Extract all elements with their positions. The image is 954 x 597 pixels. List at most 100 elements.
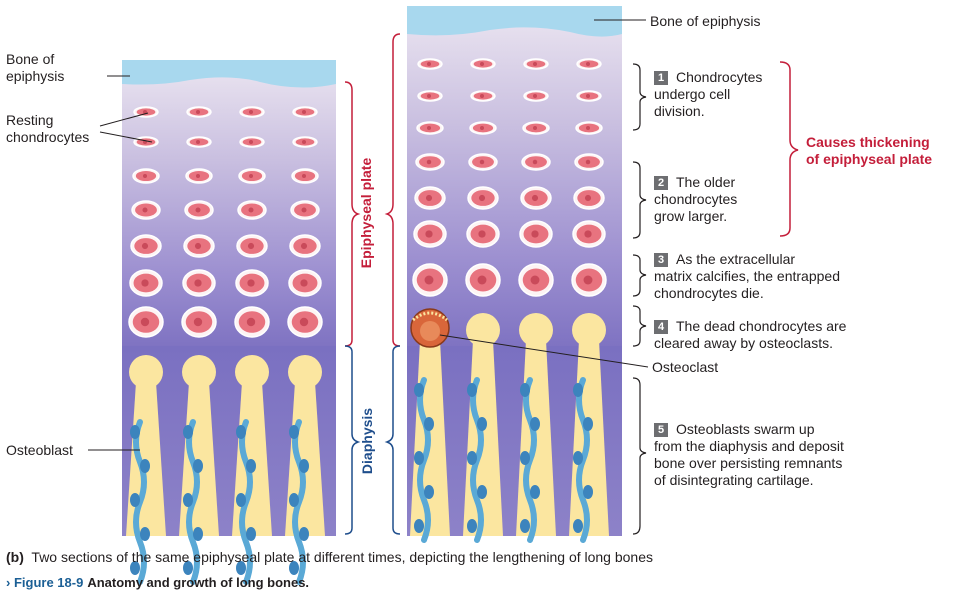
chondrocyte bbox=[417, 58, 443, 70]
chondrocyte bbox=[521, 153, 551, 171]
bone-column bbox=[126, 355, 166, 585]
label-osteoclast: Osteoclast bbox=[652, 359, 719, 375]
thickening-brace bbox=[779, 61, 799, 237]
chondrocyte bbox=[523, 90, 549, 102]
chondrocyte bbox=[235, 269, 269, 297]
label-epiphyseal-plate: Epiphyseal plate bbox=[358, 157, 375, 269]
chondrocyte bbox=[236, 234, 268, 258]
chondrocyte bbox=[576, 58, 602, 70]
step-4-number: 4 bbox=[654, 320, 668, 334]
chondrocyte bbox=[414, 186, 446, 210]
figure-caption: (b) Two sections of the same epiphyseal … bbox=[6, 549, 653, 565]
chondrocyte bbox=[417, 90, 443, 102]
chondrocyte bbox=[576, 90, 602, 102]
left-chondrocyte-rows bbox=[128, 106, 323, 338]
chondrocyte bbox=[573, 186, 605, 210]
chondrocyte bbox=[523, 58, 549, 70]
chondrocyte bbox=[133, 106, 159, 118]
chondrocyte bbox=[415, 153, 445, 171]
chondrocyte bbox=[291, 168, 319, 184]
step-1-number: 1 bbox=[654, 71, 668, 85]
chondrocyte bbox=[239, 106, 265, 118]
right-bone-cap bbox=[407, 6, 622, 37]
diaphysis-brace-left bbox=[344, 345, 361, 535]
chondrocyte bbox=[186, 106, 212, 118]
chondrocyte bbox=[133, 136, 159, 148]
step-1-text: Chondrocytes undergo cell division. bbox=[654, 69, 763, 119]
label-diaphysis: Diaphysis bbox=[359, 407, 376, 475]
right-chondrocyte-rows bbox=[412, 58, 607, 297]
chondrocyte bbox=[518, 263, 554, 297]
step-4-text: The dead chondrocytes are cleared away b… bbox=[654, 318, 847, 351]
chondrocyte bbox=[520, 186, 552, 210]
step-5-text: Osteoblasts swarm up from the diaphysis … bbox=[654, 421, 844, 488]
chondrocyte bbox=[519, 220, 553, 248]
chondrocyte bbox=[467, 186, 499, 210]
chondrocyte bbox=[469, 121, 497, 135]
step-2-number: 2 bbox=[654, 176, 668, 190]
chondrocyte bbox=[571, 263, 607, 297]
left-bone-cap bbox=[122, 60, 336, 88]
chondrocyte bbox=[292, 136, 318, 148]
chondrocyte bbox=[575, 121, 603, 135]
epiphyseal-brace-right bbox=[384, 33, 401, 347]
chondrocyte bbox=[292, 106, 318, 118]
chondrocyte bbox=[234, 306, 270, 338]
chondrocyte bbox=[186, 136, 212, 148]
label-causes-thickening: Causes thickening of epiphyseal plate bbox=[806, 134, 933, 167]
label-osteoblast: Osteoblast bbox=[6, 442, 73, 458]
chondrocyte bbox=[574, 153, 604, 171]
right-section bbox=[407, 6, 622, 543]
figure-title: Anatomy and growth of long bones. bbox=[87, 575, 310, 590]
chondrocyte bbox=[413, 220, 447, 248]
step-3-number: 3 bbox=[654, 253, 668, 267]
chondrocyte bbox=[572, 220, 606, 248]
bone-column bbox=[179, 355, 219, 585]
bone-column bbox=[569, 313, 609, 543]
left-bone-columns bbox=[126, 355, 325, 585]
chondrocyte bbox=[128, 306, 164, 338]
chondrocyte bbox=[416, 121, 444, 135]
chondrocyte bbox=[288, 269, 322, 297]
chondrocyte bbox=[522, 121, 550, 135]
figure-number: Figure 18-9 bbox=[13, 575, 84, 590]
epiphyseal-brace-left bbox=[344, 81, 361, 347]
chondrocyte bbox=[184, 200, 214, 220]
chondrocyte bbox=[468, 153, 498, 171]
chondrocyte bbox=[181, 306, 217, 338]
bone-column bbox=[516, 313, 556, 543]
chondrocyte bbox=[129, 269, 163, 297]
chondrocyte bbox=[289, 234, 321, 258]
chondrocyte bbox=[287, 306, 323, 338]
chondrocyte bbox=[239, 136, 265, 148]
chondrocyte bbox=[132, 168, 160, 184]
chondrocyte bbox=[412, 263, 448, 297]
chondrocyte bbox=[290, 200, 320, 220]
chevron-right-icon: › bbox=[6, 575, 11, 590]
label-bone-of-epiphysis-left: Bone of epiphysis bbox=[6, 51, 65, 84]
chondrocyte bbox=[466, 220, 500, 248]
left-section bbox=[122, 60, 336, 585]
chondrocyte bbox=[465, 263, 501, 297]
chondrocyte bbox=[183, 234, 215, 258]
caption-text: Two sections of the same epiphyseal plat… bbox=[31, 549, 654, 565]
osteoclast-cell bbox=[410, 308, 450, 348]
chondrocyte bbox=[237, 200, 267, 220]
right-bone-columns bbox=[410, 313, 609, 543]
step-5-number: 5 bbox=[654, 423, 668, 437]
label-resting-chondrocytes: Resting chondrocytes bbox=[6, 112, 90, 145]
diaphysis-brace-right bbox=[384, 345, 401, 535]
step-braces bbox=[632, 63, 647, 535]
leader-lines bbox=[88, 19, 649, 451]
caption-part: (b) bbox=[6, 549, 24, 565]
chondrocyte bbox=[131, 200, 161, 220]
chondrocyte bbox=[238, 168, 266, 184]
chondrocyte bbox=[130, 234, 162, 258]
